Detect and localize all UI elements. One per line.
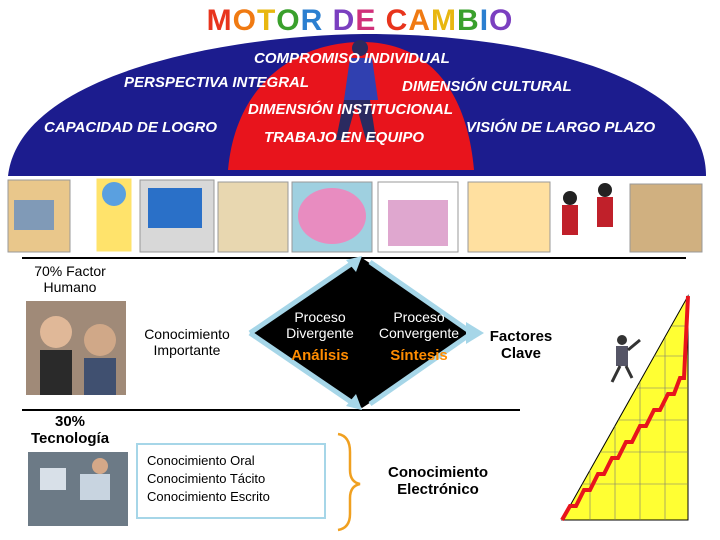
phrase-compromiso: COMPROMISO INDIVIDUAL xyxy=(254,50,450,67)
human-factor-label: 70% Factor Humano xyxy=(20,263,120,295)
title-letter: I xyxy=(479,4,490,37)
convergent-process: Proceso Convergente Síntesis xyxy=(366,309,472,364)
electronic-knowledge-label: Conocimiento Electrónico xyxy=(368,464,508,498)
climber-icon xyxy=(610,335,641,383)
electronic-knowledge-l2: Electrónico xyxy=(397,481,479,498)
analysis-label: Análisis xyxy=(291,347,349,364)
title-letter: R xyxy=(300,4,324,37)
phrase-perspectiva: PERSPECTIVA INTEGRAL xyxy=(124,74,310,91)
title-letter: D xyxy=(332,4,356,37)
convergent-l2: Convergente xyxy=(378,325,460,341)
staircase xyxy=(561,294,689,521)
title-letter xyxy=(376,4,385,38)
diamond-arrowheads xyxy=(346,256,484,410)
divergent-l2: Divergente xyxy=(286,325,354,341)
title-letter: M xyxy=(431,4,458,37)
phrase-dimension-cultural: DIMENSIÓN CULTURAL xyxy=(402,78,572,95)
divergent-process: Proceso Divergente Análisis xyxy=(276,309,364,364)
key-factors-l2: Clave xyxy=(500,345,542,362)
technology-word: Tecnología xyxy=(30,430,110,447)
staircase-grid xyxy=(582,325,688,520)
title-letter: T xyxy=(256,4,277,37)
title-letter: O xyxy=(489,4,514,37)
title-letter: O xyxy=(232,4,257,37)
knowledge-tacit: Conocimiento Tácito xyxy=(147,471,266,486)
important-knowledge-label: Conocimiento Importante xyxy=(128,326,246,358)
human-factor-pct: 70% Factor xyxy=(34,263,106,279)
diamond-arrows xyxy=(248,259,474,407)
title-letter: E xyxy=(355,4,377,37)
divergent-l1: Proceso xyxy=(294,309,346,325)
knowledge-written: Conocimiento Escrito xyxy=(147,489,270,504)
technology-label: 30% Tecnología xyxy=(20,413,120,447)
title-letter: M xyxy=(206,4,233,37)
key-factors-label: Factores Clave xyxy=(480,328,562,362)
important-knowledge-l2: Importante xyxy=(153,342,221,358)
staircase-steps xyxy=(560,295,690,521)
phrase-dimension-institucional: DIMENSIÓN INSTITUCIONAL xyxy=(248,101,453,118)
technology-pct: 30% xyxy=(54,413,86,430)
dome-figure-icon xyxy=(336,40,378,140)
title-letter: B xyxy=(457,4,480,37)
title-letter: C xyxy=(385,4,409,37)
title-letter xyxy=(323,4,332,38)
title-letter: O xyxy=(276,4,301,37)
key-factors-l1: Factores xyxy=(489,328,553,345)
title-letter: A xyxy=(408,4,432,37)
human-factor-word: Humano xyxy=(43,279,97,295)
knowledge-types-box: Conocimiento Oral Conocimiento Tácito Co… xyxy=(136,443,326,519)
synthesis-label: Síntesis xyxy=(390,347,448,364)
phrase-capacidad: CAPACIDAD DE LOGRO xyxy=(44,119,218,136)
clipart-row xyxy=(7,177,703,253)
convergent-l1: Proceso xyxy=(393,309,445,325)
knowledge-oral: Conocimiento Oral xyxy=(147,453,255,468)
electronic-knowledge-l1: Conocimiento xyxy=(388,464,488,481)
important-knowledge-l1: Conocimiento xyxy=(144,326,230,342)
phrase-trabajo: TRABAJO EN EQUIPO xyxy=(264,129,425,146)
phrase-vision: VISIÓN DE LARGO PLAZO xyxy=(466,119,656,136)
page-title: MOTOR DE CAMBIO xyxy=(0,4,720,38)
curly-brace xyxy=(337,432,361,532)
